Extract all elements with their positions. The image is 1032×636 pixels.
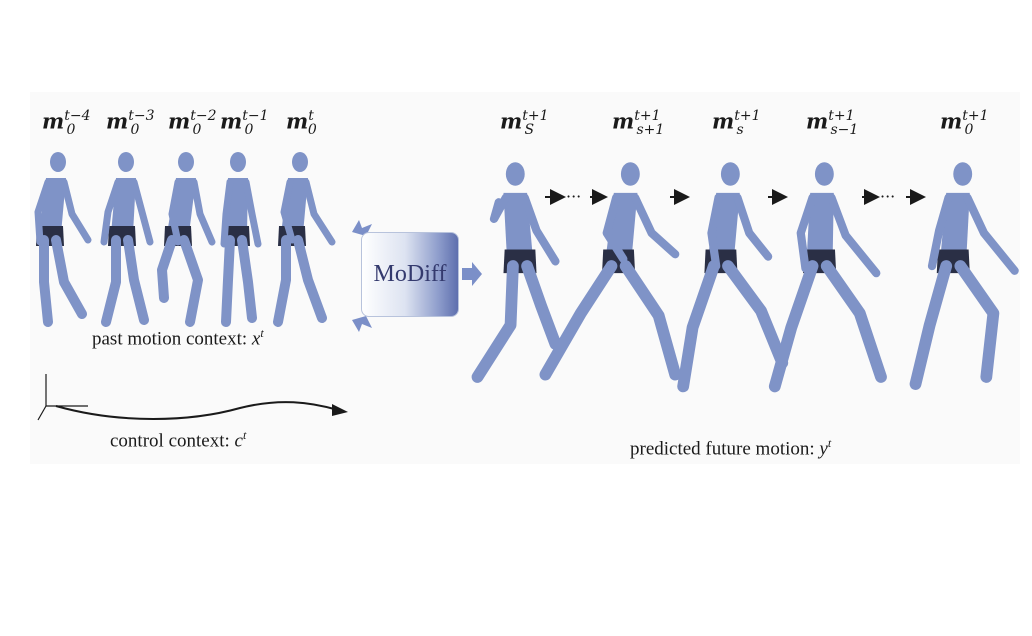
past-label-3: mt−20 [168, 108, 217, 138]
future-pose-figure-2 [539, 162, 682, 381]
modiff-block: MoDiff [361, 232, 459, 317]
input-arrow-bottom [352, 316, 372, 332]
past-label-4: mt−10 [220, 108, 269, 138]
past-motion-caption: past motion context: xt [92, 326, 264, 350]
past-label-5: mt0 [286, 108, 317, 138]
future-pose-figure-1 [471, 162, 562, 383]
future-pose-figure-4 [768, 162, 887, 393]
seq-dots-1: ··· [566, 187, 581, 206]
future-label-2: mt+1s+1 [612, 108, 665, 138]
past-pose-figure-1 [34, 152, 92, 327]
future-motion-caption: predicted future motion: yt [630, 436, 832, 460]
future-label-5: mt+10 [940, 108, 989, 138]
control-axes [37, 374, 88, 421]
past-pose-figure-3 [157, 152, 216, 327]
past-figures [34, 152, 336, 327]
past-pose-figure-5 [273, 152, 336, 327]
past-pose-figure-2 [100, 152, 154, 327]
control-trajectory-curve [55, 401, 339, 420]
future-label-1: mt+1S [500, 108, 549, 138]
future-label-4: mt+1s−1 [806, 108, 859, 138]
future-label-3: mt+1s [712, 108, 761, 138]
past-label-2: mt−30 [106, 108, 155, 138]
modiff-label: MoDiff [373, 261, 447, 287]
future-pose-figure-5 [909, 162, 1019, 390]
past-label-1: mt−40 [42, 108, 91, 138]
control-context-caption: control context: ct [110, 428, 247, 452]
future-pose-figure-3 [677, 162, 789, 393]
future-figures [471, 162, 1019, 393]
output-arrow [462, 262, 482, 286]
past-pose-figure-4 [220, 152, 262, 327]
seq-dots-2: ··· [880, 187, 895, 206]
control-trajectory-arrowhead [332, 404, 348, 416]
